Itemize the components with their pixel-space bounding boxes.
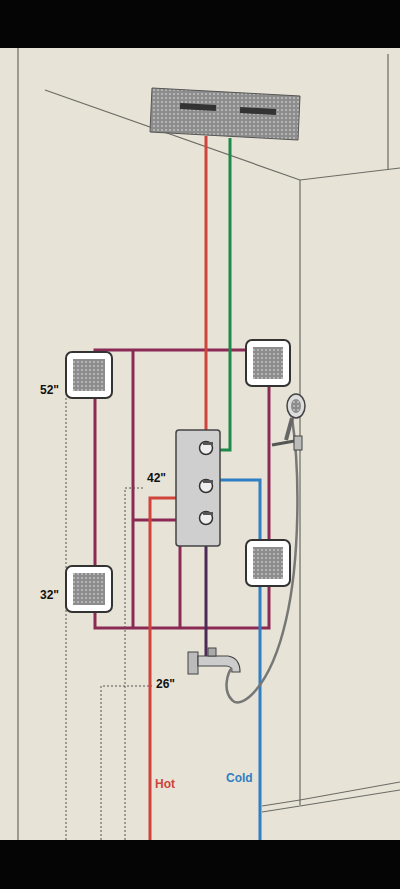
valve-plate <box>176 430 220 546</box>
paper-ground <box>0 48 400 840</box>
spout-pipe <box>205 545 208 660</box>
hot-pipe <box>150 498 176 840</box>
dimension-line <box>66 398 152 840</box>
pipe-label: Hot <box>153 777 177 791</box>
hand-shower <box>227 394 305 702</box>
rain-shower-head <box>150 88 300 140</box>
dimension-label: 52" <box>38 383 61 397</box>
bottom-bar <box>0 840 400 889</box>
body-jet <box>66 340 290 612</box>
dimension-label: 32" <box>38 588 61 602</box>
top-bar <box>0 0 400 48</box>
dimension-label: 26" <box>154 677 177 691</box>
hot-pipe <box>205 136 208 432</box>
room-outline <box>18 48 400 840</box>
tub-spout <box>188 648 240 674</box>
green-pipe <box>220 138 230 450</box>
pipe-label: Cold <box>224 771 255 785</box>
dimension-label: 42" <box>145 471 168 485</box>
body-jet-pipe <box>95 350 269 628</box>
